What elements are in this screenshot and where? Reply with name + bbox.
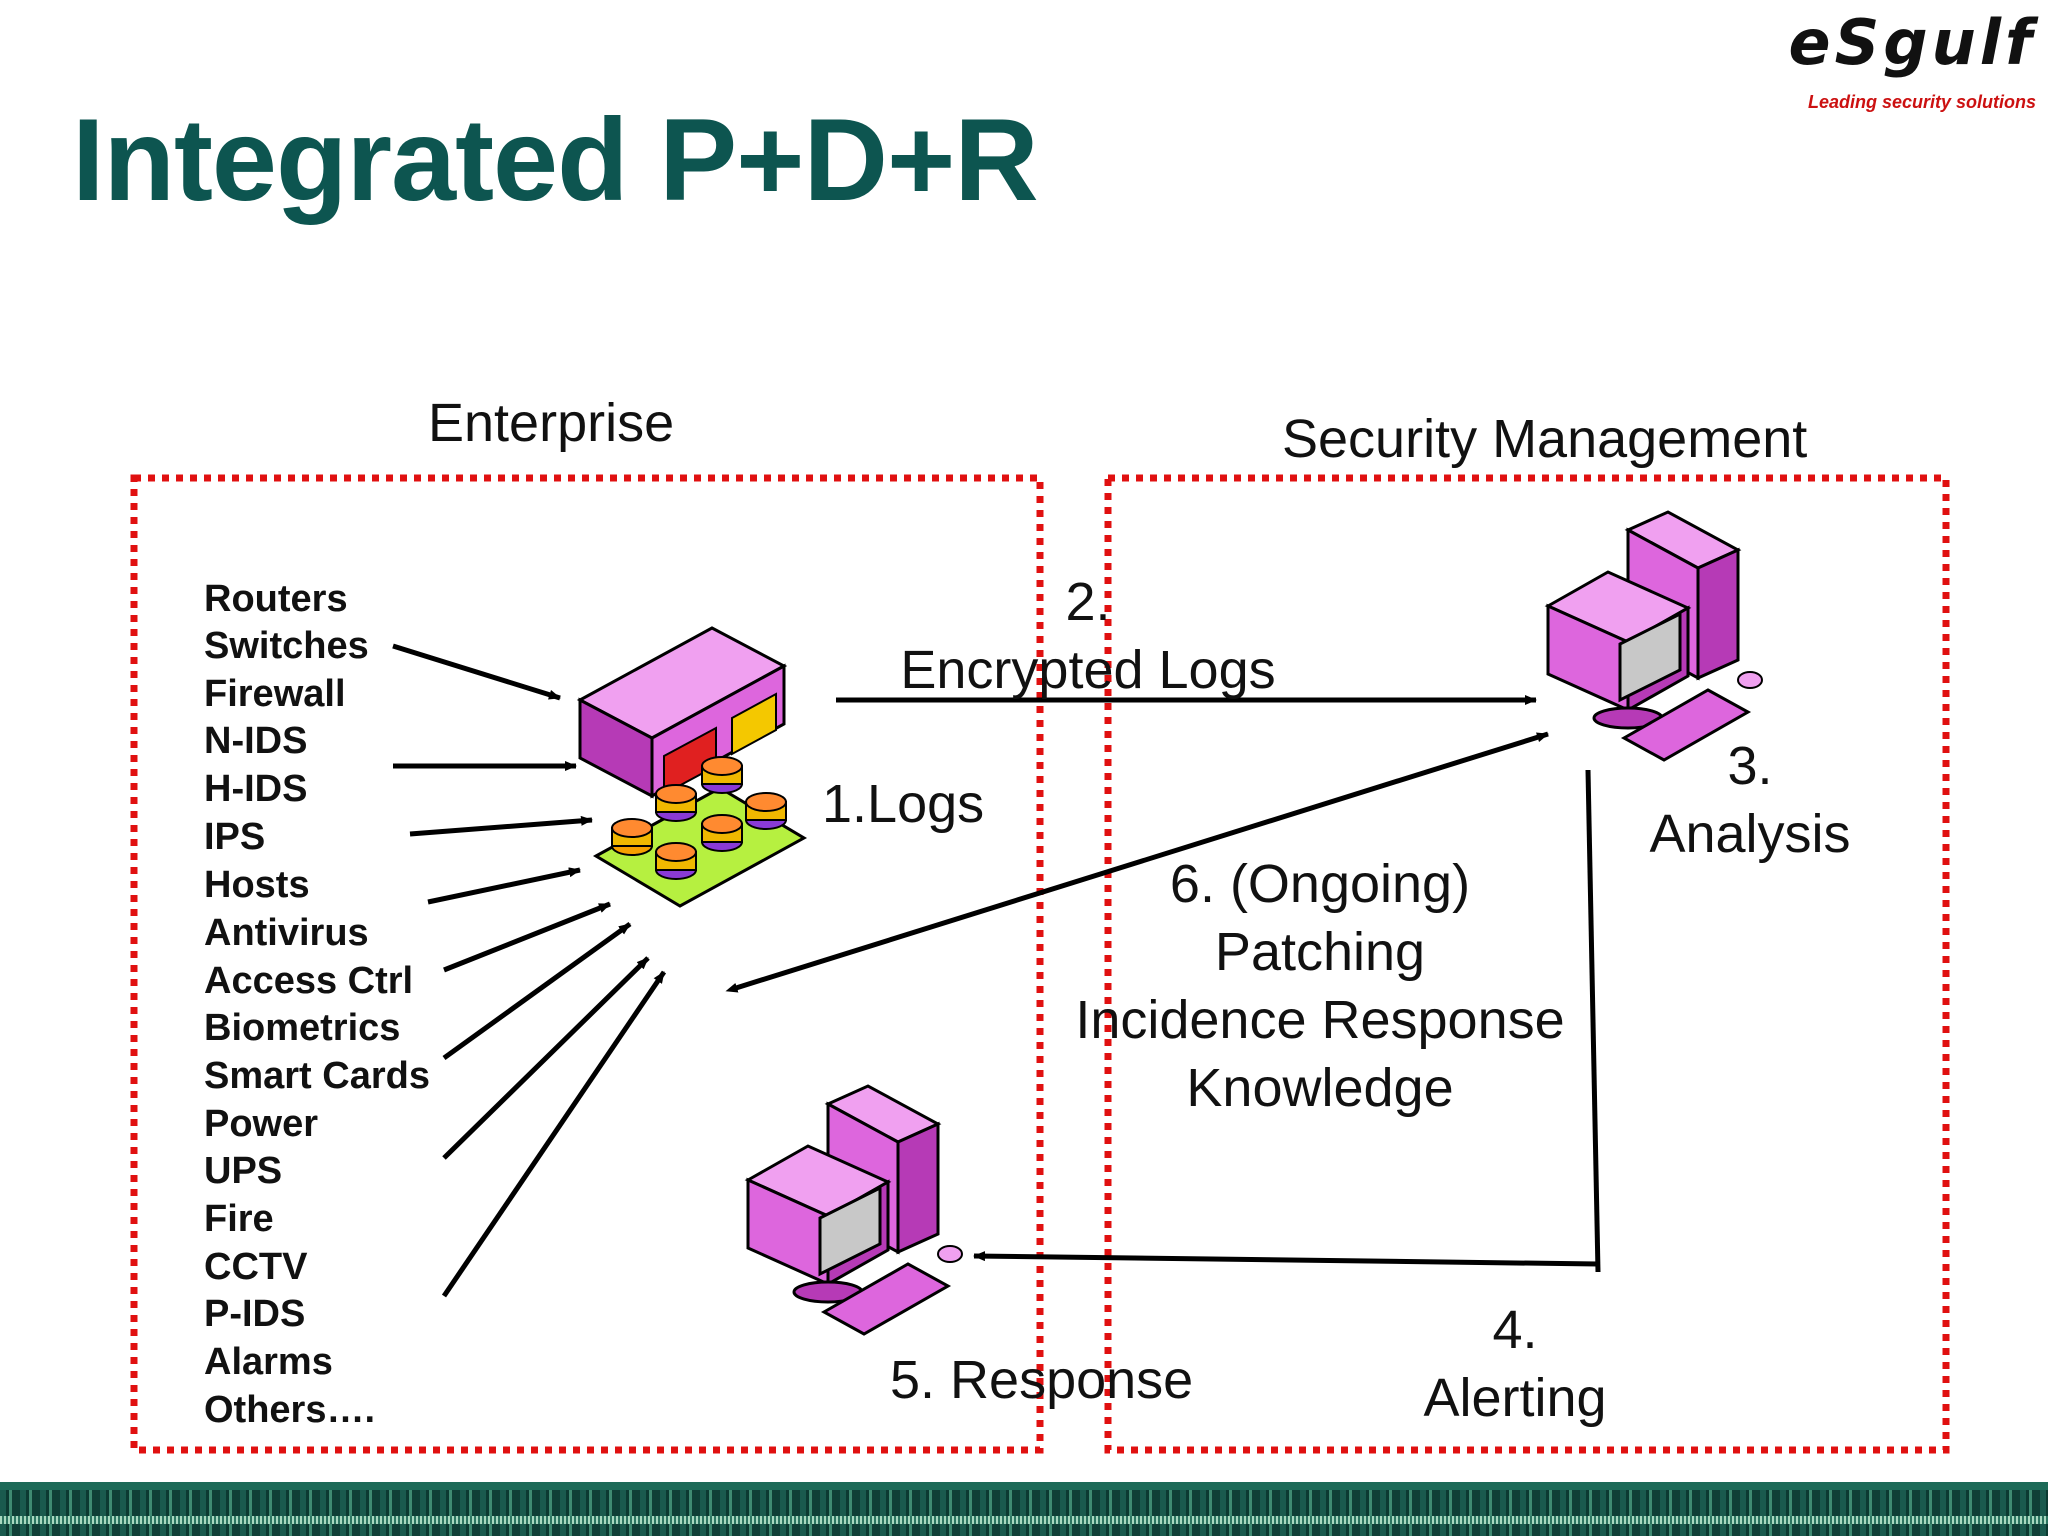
device-smart-cards: Smart Cards [204,1055,430,1097]
device-h-ids: H-IDS [204,768,308,810]
alerting-line [1585,769,1601,1273]
device-power: Power [204,1103,319,1145]
arrow-switches [392,643,561,701]
device-p-ids: P-IDS [204,1293,306,1335]
response-arrow [973,1251,1599,1267]
device-fire: Fire [204,1198,274,1240]
device-antivirus: Antivirus [204,912,369,954]
arrow-smart-cards [442,921,632,1061]
device-routers: Routers [204,578,348,620]
security-management-boundary [1104,474,1950,1454]
slide-title: Integrated P+D+R [72,94,1039,225]
footer-dotted-stripe [0,1516,2048,1524]
device-ups: UPS [204,1150,283,1192]
step-2-encrypted-logs-label: 2. Encrypted Logs [900,572,1276,700]
footer-circuit-band [0,1482,2048,1536]
arrow-ups [442,956,650,1160]
step-5-response-label: 5. Response [890,1350,1194,1410]
arrow-hosts [427,867,581,905]
step-3-analysis-label: 3. Analysis [1649,736,1851,864]
arrow-access-ctrl [443,901,611,973]
device-cctv: CCTV [204,1246,308,1288]
device-switches: Switches [204,625,369,667]
step-1-logs-label: 1.Logs [822,774,985,834]
device-arrows [392,643,667,1298]
analysis-workstation-icon [1544,510,1763,762]
device-biometrics: Biometrics [204,1007,401,1049]
log-collector-icon [576,626,808,908]
arrow-ips [409,815,593,837]
footer-top-stripe [0,1482,2048,1490]
arrow-pids [441,970,667,1298]
device-hosts: Hosts [204,864,310,906]
logo-tagline: Leading security solutions [1807,92,2036,112]
step-4-alerting-label: 4. Alerting [1423,1300,1607,1428]
step-6-ongoing-label: 6. (Ongoing) Patching Incidence Response… [1075,854,1565,1118]
device-alarms: Alarms [204,1341,333,1383]
logo-wordmark: eSgulf [1788,6,2036,79]
device-ips: IPS [204,816,266,858]
device-n-ids: N-IDS [204,720,308,762]
enterprise-label: Enterprise [428,393,675,453]
security-management-label: Security Management [1282,409,1808,469]
esgulf-logo: eSgulf Leading security solutions [1722,0,2042,120]
device-firewall: Firewall [204,673,346,715]
device-others: Others…. [204,1389,376,1431]
device-access-ctrl: Access Ctrl [204,960,414,1002]
ongoing-arrow [725,731,1549,993]
response-workstation-icon [744,1084,963,1336]
